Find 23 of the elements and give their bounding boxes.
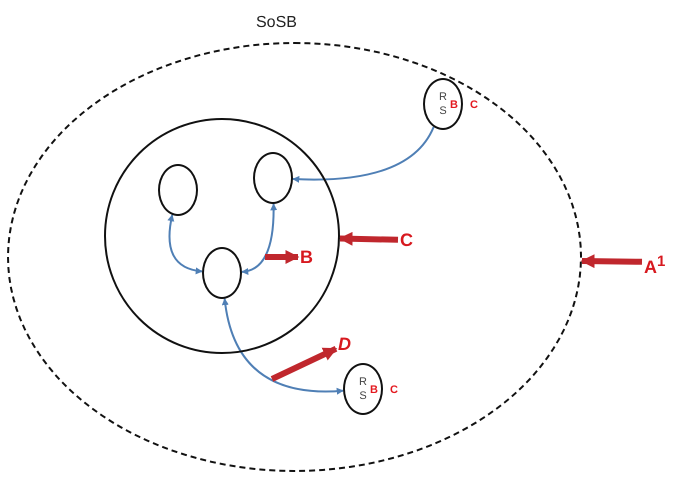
block-arrow: [580, 254, 642, 268]
element-ellipse: [253, 152, 293, 204]
element-ellipse: [158, 164, 198, 216]
letter-label: A$^{1}$: [644, 252, 670, 272]
system-circle: [104, 118, 340, 354]
connector-arrow: [241, 203, 278, 274]
block-arrow: [338, 232, 398, 246]
block-arrow: [270, 346, 338, 382]
connector-arrow: [222, 298, 344, 394]
connector-arrow: [168, 214, 203, 274]
element-ellipse: [202, 247, 242, 299]
element-letters: R S: [438, 90, 448, 118]
diagram-heading: SoSB: [256, 14, 297, 32]
letter-label: B: [370, 383, 378, 397]
letter-label: C: [390, 383, 398, 397]
letter-label: B: [300, 247, 316, 267]
block-arrow: [265, 250, 300, 264]
letter-label: C: [400, 230, 416, 250]
letter-label: B: [450, 98, 458, 112]
element-letters: R S: [358, 375, 368, 403]
letter-label: C: [470, 98, 478, 112]
connector-arrow: [292, 126, 435, 183]
letter-label: D: [338, 334, 354, 354]
